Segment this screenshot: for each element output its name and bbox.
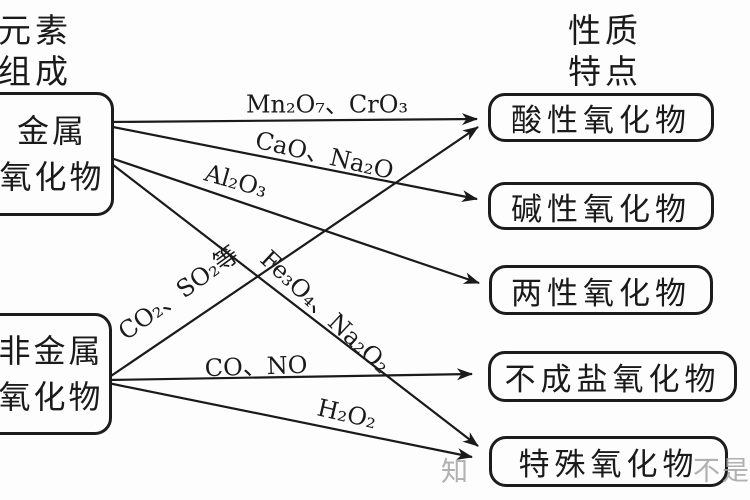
metal-oxide-line2: 氧化物 (0, 158, 105, 196)
nonsalt-oxide-label: 不成盐氧化物 (504, 362, 721, 398)
arrow-nonmetal-to-special (107, 381, 473, 460)
left-column-header: 元素 组成 (0, 10, 84, 92)
basic-oxide-label: 碱性氧化物 (511, 191, 691, 228)
arrow-metal-to-acidic (107, 113, 478, 126)
arrow-metal-to-special (107, 160, 479, 447)
source-box-metal-oxide: 金属 氧化物 (0, 92, 114, 216)
nonmetal-oxide-line2: 氧化物 (0, 378, 104, 416)
acidic-oxide-label: 酸性氧化物 (511, 103, 691, 139)
right-column-header: 性质 特点 (545, 10, 665, 92)
target-box-basic-oxide: 碱性氧化物 (488, 182, 714, 230)
arrow-nonmetal-to-nonsalt (107, 368, 473, 382)
arrow-metal-to-amphoteric (107, 155, 480, 285)
target-box-amphoteric-oxide: 两性氧化物 (489, 265, 713, 315)
watermark-right-fragment: 不是 (693, 456, 750, 487)
right-header-line1: 性质 (568, 11, 642, 50)
left-header-line1: 元素 (0, 11, 72, 50)
source-box-nonmetal-oxide: 非金属 氧化物 (0, 313, 112, 435)
watermark-left-fragment: 知 (441, 457, 470, 488)
amphoteric-oxide-label: 两性氧化物 (511, 275, 691, 312)
nonmetal-oxide-line1: 非金属 (0, 332, 104, 370)
special-oxide-label: 特殊氧化物 (518, 447, 699, 483)
target-box-nonsalt-oxide: 不成盐氧化物 (488, 351, 737, 402)
left-header-line2: 组成 (0, 52, 72, 91)
arrow-nonmetal-to-acidic (107, 126, 479, 379)
arrow-metal-to-basic (107, 124, 478, 202)
metal-oxide-line1: 金属 (16, 112, 87, 150)
right-header-line2: 特点 (568, 52, 642, 91)
edge-label-co-no: CO、NO (204, 350, 308, 383)
target-box-special-oxide: 特殊氧化物 (489, 436, 728, 487)
target-box-acidic-oxide: 酸性氧化物 (488, 93, 714, 142)
edge-label-mn2o7-cro3: Mn₂O₇、CrO₃ (245, 90, 409, 119)
